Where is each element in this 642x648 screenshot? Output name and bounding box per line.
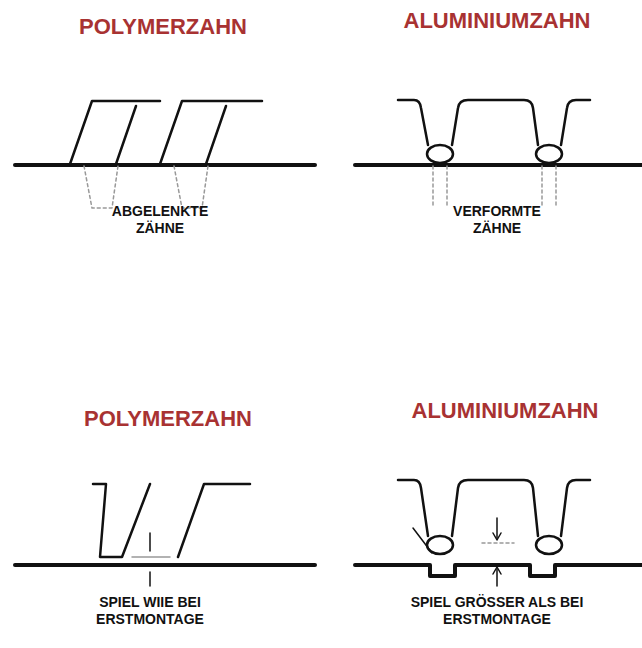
caption: VERFORMTE ZÄHNE — [437, 203, 557, 237]
panel-title: ALUMINIUMZAHN — [347, 8, 642, 34]
panel-title: POLYMERZAHN — [13, 14, 313, 40]
panel-title: POLYMERZAHN — [18, 406, 318, 432]
caption: SPIEL GRÖSSER ALS BEI ERSTMONTAGE — [382, 594, 612, 628]
aluminium-deformed — [355, 100, 642, 206]
polymer-deflected — [15, 101, 315, 208]
aluminium-clearance — [355, 480, 642, 586]
panel-title: ALUMINIUMZAHN — [355, 398, 642, 424]
caption: ABGELENKTE ZÄHNE — [95, 203, 225, 237]
caption: SPIEL WIIE BEI ERSTMONTAGE — [70, 594, 230, 628]
polymer-clearance — [15, 484, 315, 586]
